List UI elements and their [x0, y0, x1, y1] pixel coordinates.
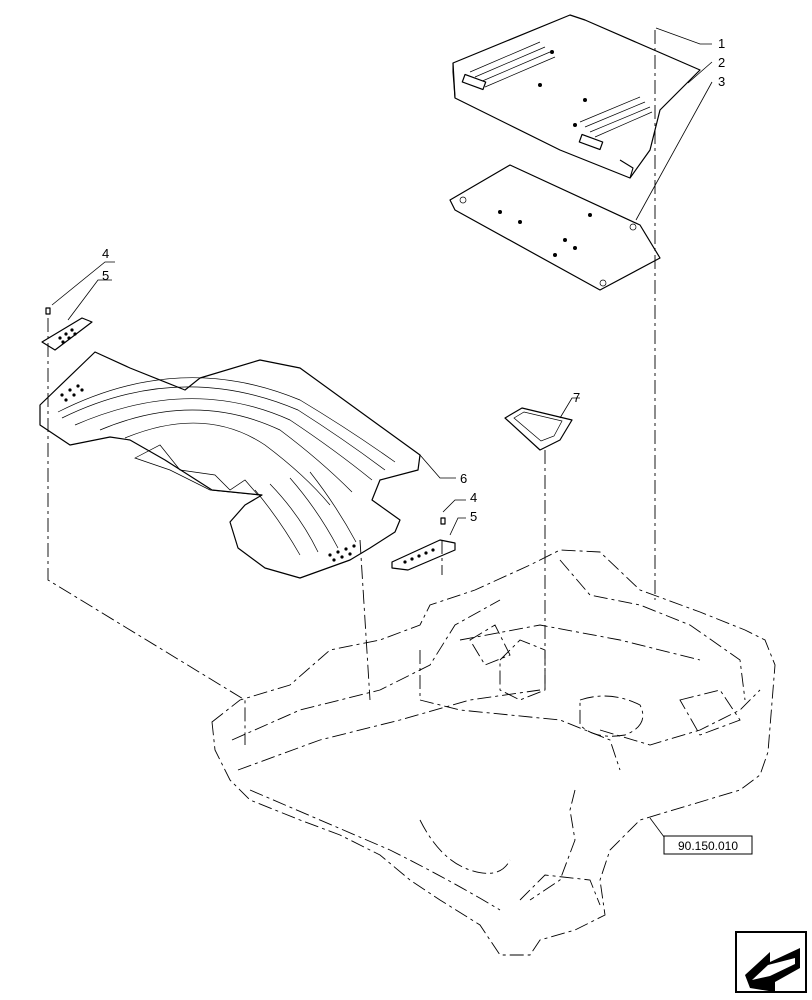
- reference-link[interactable]: 90.150.010: [663, 835, 753, 855]
- callout-2[interactable]: 2: [718, 55, 725, 70]
- step-plate-right: [391, 517, 456, 571]
- callout-7[interactable]: 7: [573, 390, 580, 405]
- arrow-icon[interactable]: [735, 931, 807, 993]
- callout-1[interactable]: 1: [718, 36, 725, 51]
- callout-5-right[interactable]: 5: [470, 509, 477, 524]
- floor-mat-main: [39, 351, 421, 579]
- gasket: [504, 407, 573, 451]
- cab-frame: [211, 549, 776, 956]
- callout-5-left[interactable]: 5: [102, 268, 109, 283]
- leader-lines: [51, 27, 713, 846]
- floor-mat-upper: [452, 14, 701, 179]
- callout-labels: 1 2 3 4 5 4 5 6 7: [102, 36, 725, 524]
- callout-4-right[interactable]: 4: [470, 490, 477, 505]
- alignment-lines: [47, 30, 656, 745]
- reference-code[interactable]: 90.150.010: [678, 839, 738, 853]
- callout-4-left[interactable]: 4: [102, 246, 109, 261]
- insulation-pad: [449, 164, 661, 291]
- callout-6[interactable]: 6: [460, 471, 467, 486]
- step-plate-left: [41, 307, 93, 351]
- callout-3[interactable]: 3: [718, 74, 725, 89]
